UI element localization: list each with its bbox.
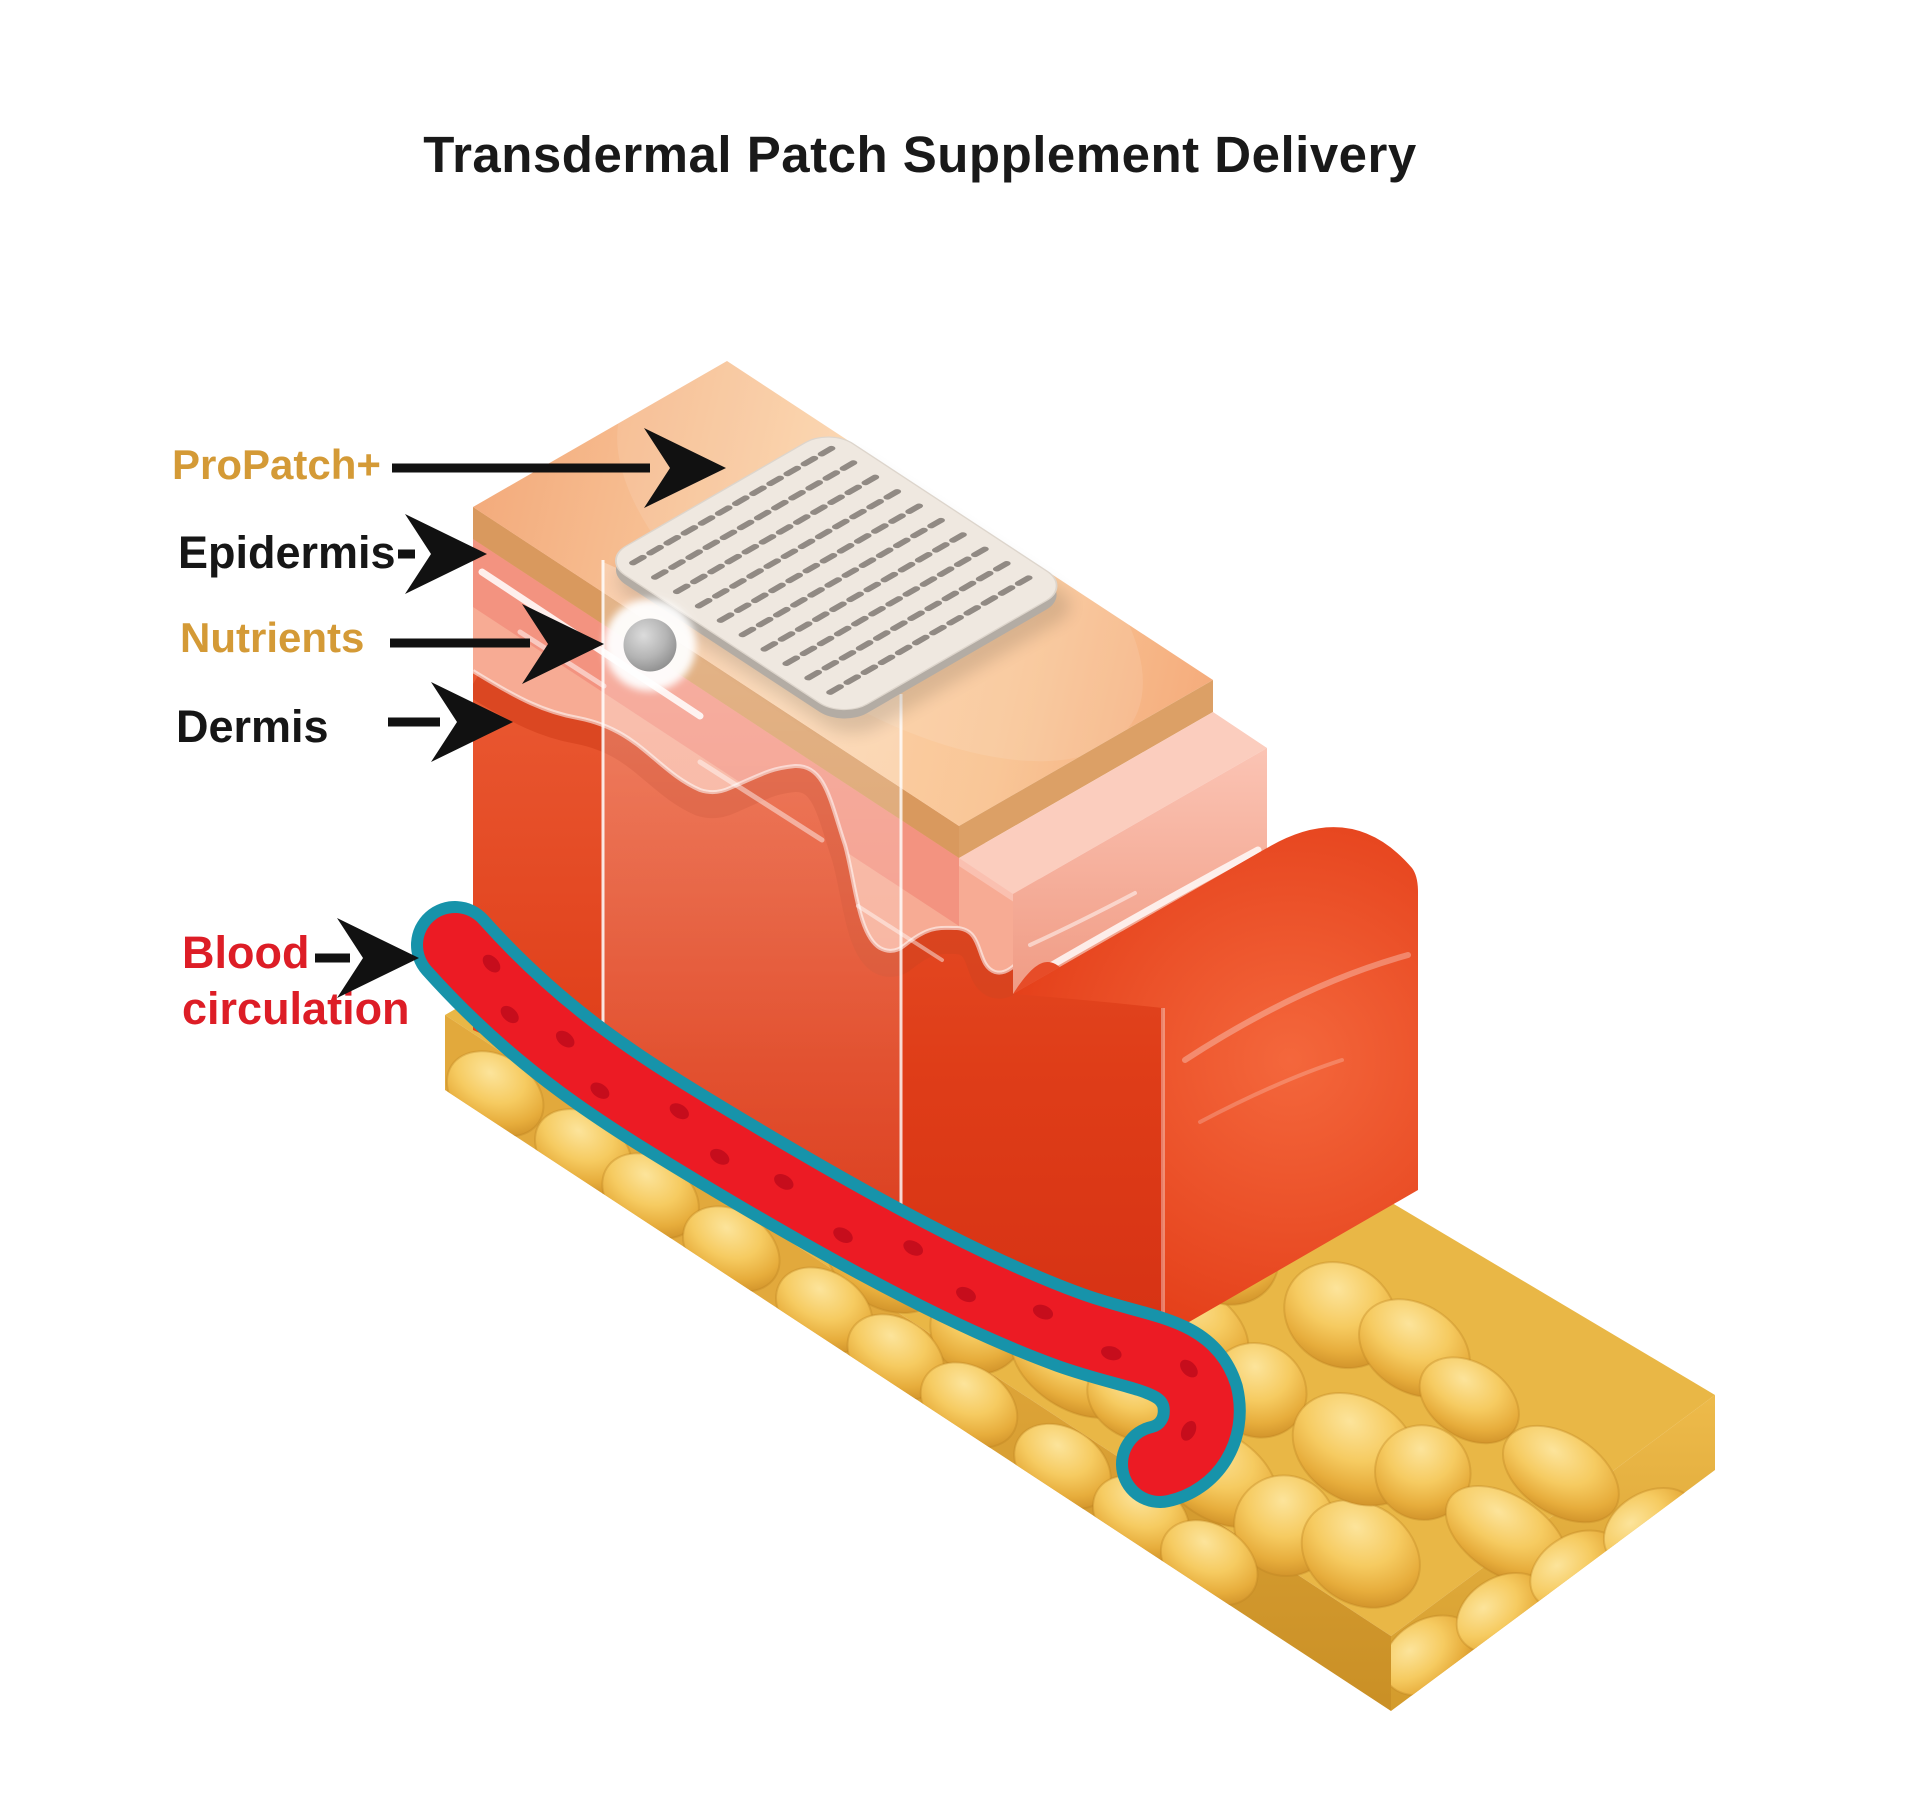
label-propatch: ProPatch+ (172, 441, 381, 488)
epidermis-pink-top (959, 712, 1267, 894)
propatch-arrow-icon (392, 428, 726, 508)
annotations: Transdermal Patch Supplement Delivery Pr… (172, 126, 1417, 1034)
label-epidermis: Epidermis (178, 527, 396, 578)
label-blood-line2: circulation (182, 983, 410, 1034)
pink-side-streak-2 (1028, 891, 1137, 947)
dermis-right-streak-1 (1182, 952, 1411, 1063)
dermis-right-streak-2 (1198, 1058, 1344, 1124)
page-title: Transdermal Patch Supplement Delivery (423, 126, 1417, 183)
microneedle-perforations (629, 445, 1033, 695)
label-dermis: Dermis (176, 701, 329, 752)
blood-vessel (411, 901, 1246, 1508)
label-blood-line1: Blood (182, 927, 309, 978)
vessel-lumen (423, 913, 1234, 1496)
blood-cells (482, 954, 1198, 1441)
epidermis-pink-side (1013, 748, 1267, 994)
epidermis-arrow-icon (398, 514, 487, 594)
propatch-patch (604, 436, 1071, 734)
patch-top (615, 436, 1058, 711)
skin-surface-side-right (959, 680, 1213, 858)
label-nutrients: Nutrients (180, 614, 364, 661)
dermis-arrow-icon (388, 682, 513, 762)
pink-side-streak-1 (1031, 846, 1262, 979)
dermis-right-face (1013, 827, 1418, 1337)
nutrients-arrow-icon (390, 604, 604, 684)
blood-arrow-icon (315, 918, 419, 998)
nutrient-droplet (623, 618, 677, 672)
